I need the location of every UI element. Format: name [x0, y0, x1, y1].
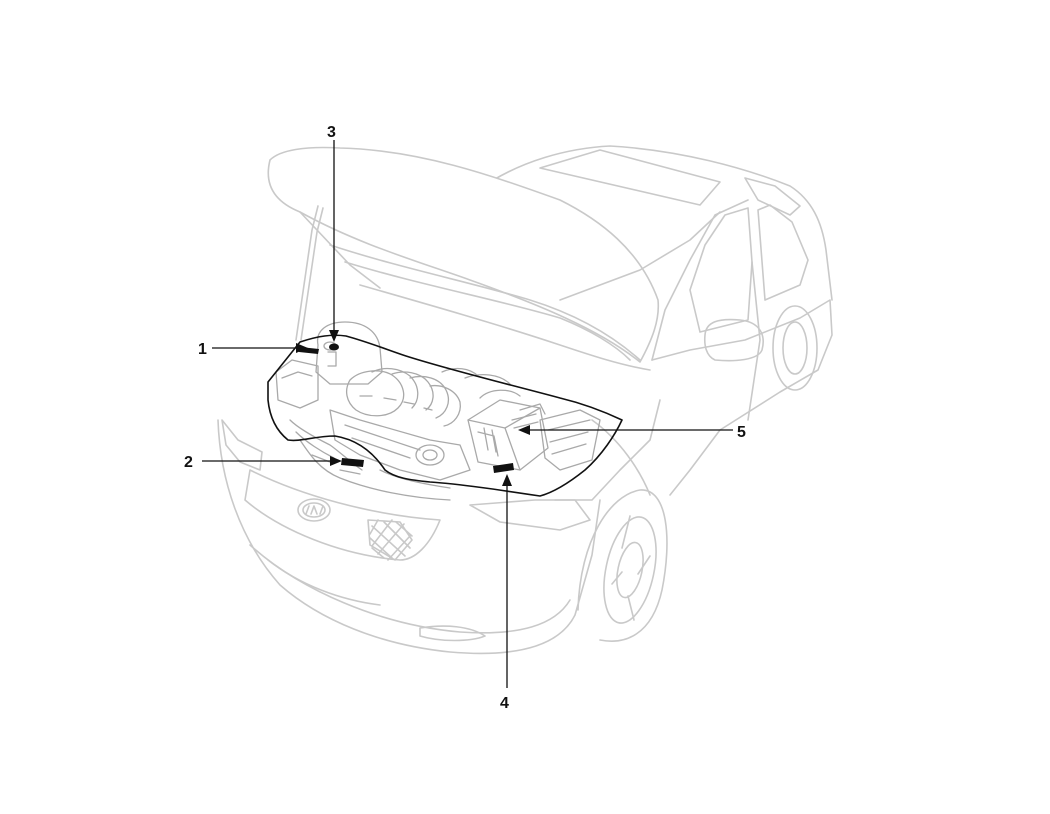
a-pillar [651, 199, 749, 361]
hood-inner-2 [344, 261, 631, 361]
marker-2 [341, 458, 364, 467]
lower-intake [267, 559, 381, 606]
engine-bay-outline [267, 334, 623, 497]
hood-edge [299, 211, 381, 289]
callout-label-1: 1 [198, 341, 207, 358]
front-wheel [577, 489, 668, 642]
callout-labels: 1 2 3 4 5 [184, 124, 746, 712]
roof-line [477, 145, 833, 301]
fuse-box [539, 409, 601, 471]
location-markers [299, 343, 514, 473]
headlamp-right [469, 499, 591, 531]
callout-label-2: 2 [184, 454, 193, 471]
front-fender [554, 399, 661, 501]
radiator-support [299, 439, 451, 501]
sunroof [539, 149, 721, 206]
car-illustration [217, 145, 833, 655]
lower-grille [367, 519, 413, 561]
side-mirror [703, 318, 764, 362]
air-filter-box [467, 389, 549, 471]
engine-compartment [275, 321, 601, 501]
callout-label-5: 5 [737, 424, 746, 441]
intake-manifold [345, 367, 461, 427]
door-line [747, 261, 761, 421]
callout-label-4: 4 [500, 695, 509, 712]
marker-4 [493, 463, 514, 473]
hood-panel [267, 146, 660, 363]
marker-3 [329, 343, 339, 351]
front-bumper [217, 419, 601, 655]
coolant-reservoir [315, 321, 383, 385]
headlamp-left [221, 419, 263, 471]
side-window-front [689, 207, 753, 333]
engine-block [329, 409, 471, 481]
windshield [559, 211, 721, 301]
upper-grille [244, 469, 441, 561]
hood-prop-rod [295, 205, 319, 341]
rear-wheel [772, 305, 818, 391]
kia-badge [297, 498, 331, 522]
callout-label-3: 3 [327, 124, 336, 141]
callout-leaders [202, 140, 733, 688]
hood-inner [329, 244, 641, 361]
rear-window [744, 177, 801, 216]
cowl [359, 284, 651, 371]
fog-lamp [419, 625, 486, 642]
body-side [651, 299, 833, 496]
battery [275, 359, 319, 409]
side-window-rear [757, 204, 809, 301]
